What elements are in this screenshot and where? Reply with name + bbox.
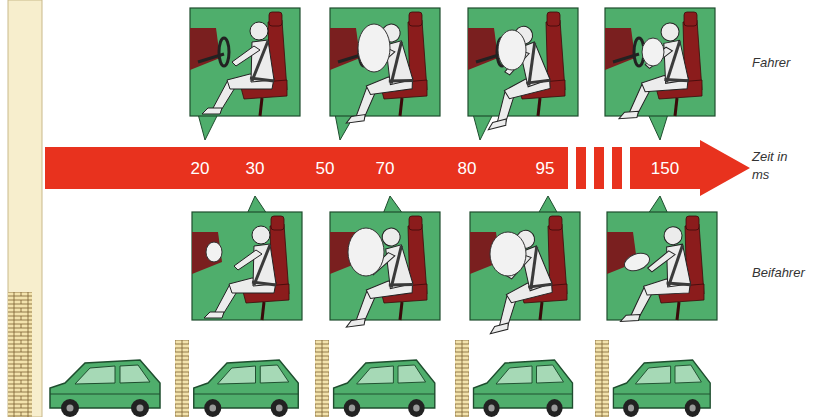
steering-wheel [613, 38, 644, 66]
side-label: Beifahrer [752, 264, 822, 282]
time-value: 50 [316, 160, 335, 177]
panel-base [190, 8, 300, 116]
callout-tail [648, 196, 668, 214]
passenger-figure [333, 226, 417, 327]
time-axis: 20 30 50 70 80 95 150 [45, 140, 750, 196]
driver-panel [605, 8, 715, 119]
passenger-panel [607, 212, 717, 322]
passenger-panels [192, 212, 717, 334]
panel-base [330, 8, 440, 116]
time-value: 95 [536, 160, 555, 177]
driver-panel [466, 8, 578, 130]
wall-bricks [8, 292, 32, 417]
passenger-panel [192, 212, 302, 320]
airbag [348, 228, 384, 276]
arrow-gap [622, 147, 630, 189]
car [194, 360, 299, 417]
airbag [622, 250, 652, 274]
brick-wall [315, 340, 329, 417]
car [613, 360, 710, 417]
side-label: Zeit in ms [752, 148, 802, 183]
driver-panel [190, 8, 300, 116]
driver-panels [190, 8, 715, 130]
callout-tail [538, 196, 558, 214]
callout-tail [383, 196, 403, 214]
arrow-gap [604, 147, 612, 189]
passenger-figure [468, 227, 560, 334]
panel-base [607, 212, 717, 320]
time-arrow [45, 140, 750, 196]
airbag [358, 24, 390, 72]
passenger-figure [204, 226, 276, 318]
time-value: 70 [376, 160, 395, 177]
time-value: 30 [246, 160, 265, 177]
airbag [498, 30, 526, 70]
crash-sequence [50, 340, 710, 417]
passenger-panel [468, 212, 580, 334]
panel-base [468, 8, 578, 116]
airbag [206, 242, 222, 262]
driver-figure [466, 23, 558, 130]
passenger-figure [616, 226, 693, 322]
steering-wheel [198, 38, 229, 66]
driver-figure [333, 22, 417, 123]
callout-tail [648, 114, 668, 140]
arrow-band [45, 140, 750, 196]
wall [8, 0, 42, 417]
wall-column [8, 0, 42, 417]
panel-base [330, 212, 440, 320]
arrow-gap [568, 147, 576, 189]
passenger-panel [330, 212, 440, 327]
brick-wall [175, 340, 189, 417]
side-label: Fahrer [752, 54, 822, 72]
driver-figure [613, 22, 691, 119]
panel-base [605, 8, 715, 116]
panel-base [192, 212, 302, 320]
airbag [642, 38, 664, 66]
callout-tail [247, 196, 267, 214]
driver-panel [330, 8, 440, 123]
callout-tail [198, 114, 218, 140]
brick-wall [455, 340, 469, 417]
brick-wall [595, 340, 609, 417]
car [50, 360, 160, 417]
car [474, 360, 573, 417]
car [334, 360, 435, 417]
time-value: 150 [651, 160, 679, 177]
driver-figure [202, 22, 274, 114]
arrow-gap [586, 147, 594, 189]
time-value: 80 [458, 160, 477, 177]
time-value: 20 [191, 160, 210, 177]
airbag [490, 232, 526, 276]
